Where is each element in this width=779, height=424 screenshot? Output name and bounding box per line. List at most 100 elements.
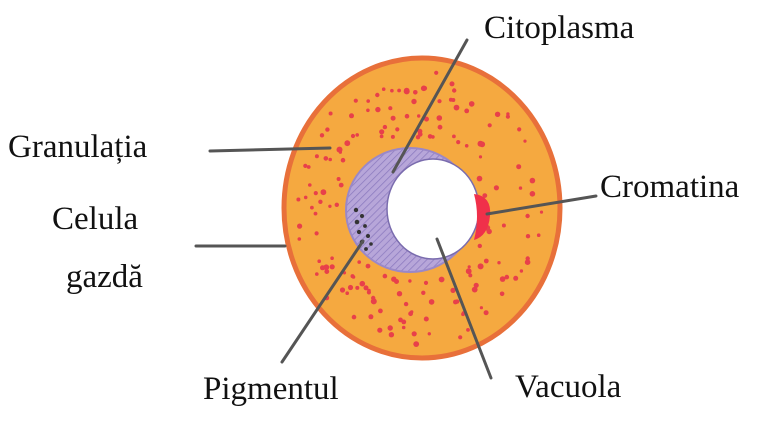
granule-dot [500,292,505,297]
granule-dot [324,156,329,161]
granule-dot [355,286,359,290]
granule-dot [391,116,396,121]
vacuole [387,159,479,259]
granule-dot [424,317,429,322]
granule-dot [456,140,460,144]
granule-dot [388,106,392,110]
granule-dot [401,320,406,325]
granule-dot [314,212,318,216]
label-pigmentul: Pigmentul [203,373,339,406]
granule-dot [404,302,408,306]
granule-dot [410,310,413,313]
label-granulatia: Granulația [8,131,147,164]
granule-dot [308,183,312,187]
granule-dot [497,261,500,264]
granule-dot [500,276,506,282]
granule-dot [371,298,377,304]
granule-dot [411,99,416,104]
granule-dot [494,185,499,190]
label-vacuola: Vacuola [515,371,621,404]
granule-dot [402,326,406,330]
granule-dot [458,335,462,339]
granule-dot [413,90,418,95]
granule-dot [408,279,411,282]
granule-dot [315,154,319,158]
granule-dot [321,189,327,195]
granule-dot [537,233,541,237]
granule-dot [487,229,492,234]
granule-dot [530,191,536,197]
granule-dot [434,71,438,75]
granule-dot [523,140,526,143]
granule-dot [320,133,324,137]
granule-dot [428,332,431,335]
granule-dot [310,206,314,210]
granule-dot [506,115,510,119]
granule-dot [341,158,346,163]
granule-dot [345,291,349,295]
granule-dot [437,99,441,103]
granule-dot [484,259,489,264]
granule-dot [351,134,355,138]
granule-dot [375,107,380,112]
granule-dot [329,112,333,116]
granule-dot [479,155,482,158]
granule-dot [315,231,319,235]
granule-dot [320,265,325,270]
granule-dot [314,191,318,195]
granule-dot [379,129,384,134]
granule-dot [421,291,425,295]
granule-dot [330,256,334,260]
granule-dot [366,99,370,103]
granule-dot [413,341,419,347]
label-cromatina: Cromatina [600,171,739,204]
granule-dot [466,328,470,332]
granule-dot [513,276,518,281]
granule-dot [431,135,435,139]
granule-dot [298,237,302,241]
granule-dot [452,88,456,92]
granule-dot [525,259,531,265]
granule-dot [328,158,332,162]
granule-dot [495,112,500,117]
granule-dot [380,135,384,139]
granule-dot [330,264,335,269]
granule-dot [366,109,370,113]
granule-dot [391,277,396,282]
granule-dot [451,98,455,102]
granule-dot [526,234,530,238]
granule-dot [351,274,355,278]
granule-dot [339,183,344,188]
granule-dot [383,274,388,279]
granule-dot [348,285,353,290]
granule-dot [388,325,393,330]
granule-dot [389,332,394,337]
granule-dot [477,176,483,182]
granule-dot [519,186,522,189]
granule-dot [397,89,401,93]
granule-dot [469,101,475,107]
granule-dot [517,127,521,131]
granule-dot [465,144,469,148]
granule-dot [391,135,395,139]
granule-dot [354,99,358,103]
granule-dot [297,224,302,229]
granule-dot [478,141,484,147]
granule-dot [464,109,469,114]
granule-dot [520,269,523,272]
granule-dot [337,177,341,181]
granule-dot [335,203,339,207]
granule-dot [360,281,366,287]
granule-dot [474,283,479,288]
granule-dot [478,244,482,248]
granule-dot [404,88,410,94]
granule-dot [450,81,455,86]
granule-dot [405,114,410,119]
granule-dot [315,272,319,276]
granule-dot [296,198,300,202]
label-gazda: gazdă [66,261,143,294]
granule-dot [484,310,489,315]
granule-dot [454,105,460,111]
granule-dot [439,277,445,283]
